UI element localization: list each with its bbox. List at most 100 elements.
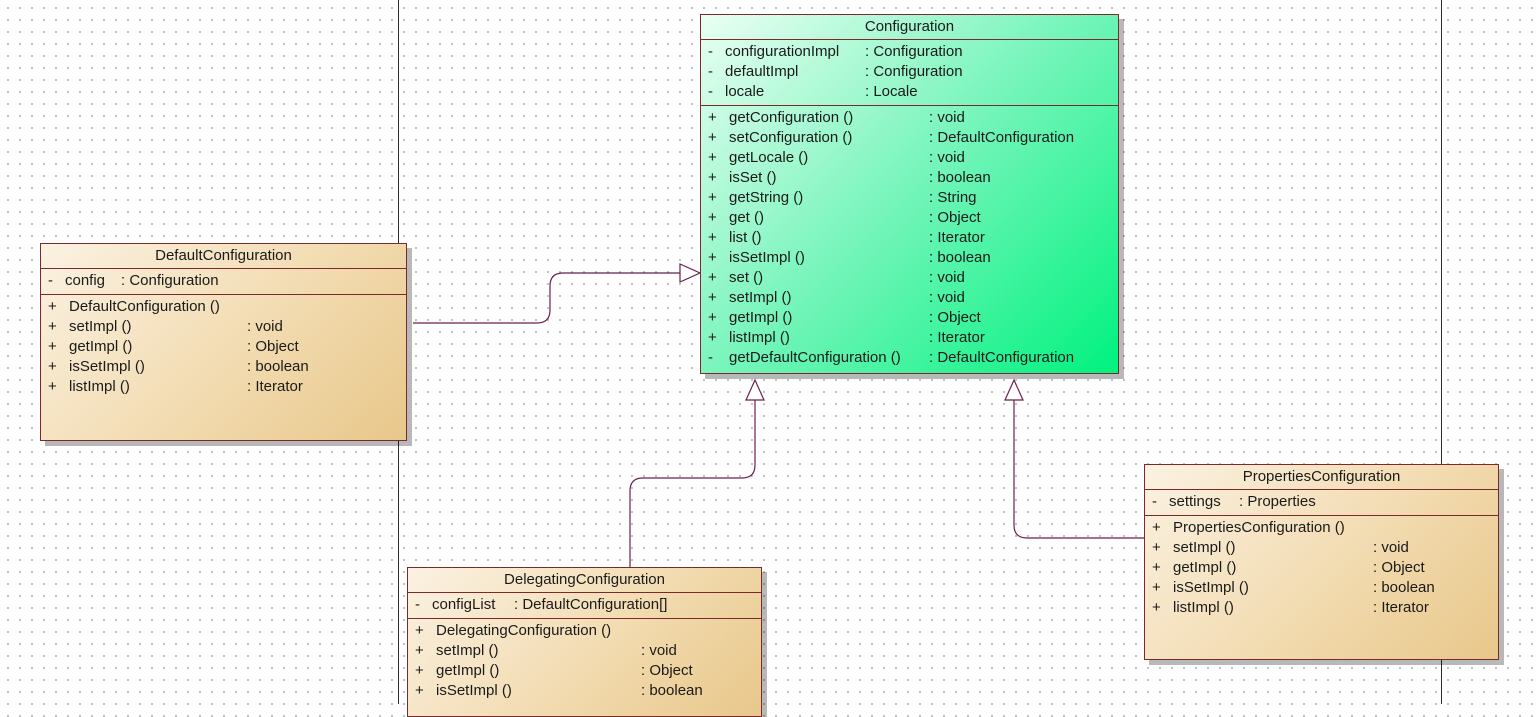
operation-return-type: : void	[929, 149, 965, 166]
operation-row[interactable]: + getImpl () : Object	[1145, 558, 1498, 578]
operation-return-type: : void	[1373, 539, 1409, 556]
visibility-marker: -	[708, 43, 713, 60]
operations-compartment: + PropertiesConfiguration () + setImpl (…	[1145, 516, 1498, 618]
operation-name: listImpl ()	[1173, 599, 1234, 616]
operation-row[interactable]: + isSet () : boolean	[701, 168, 1118, 188]
attribute-type: : Configuration	[121, 272, 219, 289]
class-configuration[interactable]: Configuration - configurationImpl : Conf…	[700, 14, 1119, 374]
operation-row[interactable]: + getString () : String	[701, 188, 1118, 208]
operation-return-type: : boolean	[929, 249, 991, 266]
operation-row[interactable]: + PropertiesConfiguration ()	[1145, 518, 1498, 538]
operation-return-type: : String	[929, 189, 977, 206]
operation-name: isSetImpl ()	[69, 358, 145, 375]
operation-return-type: : DefaultConfiguration	[929, 349, 1075, 366]
attribute-row[interactable]: - locale : Locale	[701, 82, 1118, 102]
operation-return-type: : Object	[247, 338, 299, 355]
operation-name: setConfiguration ()	[729, 129, 853, 146]
class-name: Configuration	[701, 15, 1118, 40]
generalization-delegating-to-configuration[interactable]	[629, 400, 756, 567]
operation-row[interactable]: + getImpl () : Object	[41, 337, 406, 357]
visibility-marker: +	[708, 109, 717, 126]
visibility-marker: +	[708, 289, 717, 306]
generalization-arrowhead-properties	[1004, 378, 1024, 401]
operation-name: getDefaultConfiguration ()	[729, 349, 901, 366]
attributes-compartment: - settings : Properties	[1145, 490, 1498, 516]
visibility-marker: -	[708, 349, 713, 366]
operation-name: setImpl ()	[1173, 539, 1236, 556]
operation-name: getImpl ()	[69, 338, 133, 355]
visibility-marker: +	[708, 189, 717, 206]
operation-row[interactable]: + set () : void	[701, 268, 1118, 288]
visibility-marker: +	[48, 298, 57, 315]
visibility-marker: +	[415, 682, 424, 699]
operation-row[interactable]: + isSetImpl () : boolean	[1145, 578, 1498, 598]
operation-row[interactable]: + get () : Object	[701, 208, 1118, 228]
visibility-marker: -	[708, 83, 713, 100]
operation-return-type: : Object	[929, 209, 981, 226]
visibility-marker: -	[415, 596, 420, 613]
operation-row[interactable]: + isSetImpl () : boolean	[701, 248, 1118, 268]
visibility-marker: +	[48, 378, 57, 395]
operation-row[interactable]: + setImpl () : void	[1145, 538, 1498, 558]
operation-row[interactable]: + getImpl () : Object	[408, 661, 761, 681]
operation-name: set ()	[729, 269, 764, 286]
operation-return-type: : Object	[1373, 559, 1425, 576]
visibility-marker: +	[708, 169, 717, 186]
operation-row[interactable]: + setImpl () : void	[701, 288, 1118, 308]
visibility-marker: +	[48, 358, 57, 375]
operation-return-type: : DefaultConfiguration	[929, 129, 1075, 146]
visibility-marker: +	[48, 338, 57, 355]
attribute-row[interactable]: - configList : DefaultConfiguration[]	[408, 595, 761, 615]
attribute-row[interactable]: - configurationImpl : Configuration	[701, 42, 1118, 62]
attribute-row[interactable]: - defaultImpl : Configuration	[701, 62, 1118, 82]
operation-name: get ()	[729, 209, 765, 226]
operation-row[interactable]: + list () : Iterator	[701, 228, 1118, 248]
operation-row[interactable]: + setConfiguration () : DefaultConfigura…	[701, 128, 1118, 148]
operation-row[interactable]: + DefaultConfiguration ()	[41, 297, 406, 317]
generalization-arrowhead-delegating	[745, 378, 765, 401]
operation-return-type: : boolean	[1373, 579, 1435, 596]
attribute-name: settings	[1169, 493, 1221, 510]
operation-row[interactable]: - getDefaultConfiguration () : DefaultCo…	[701, 348, 1118, 368]
operation-return-type: : Iterator	[929, 329, 985, 346]
class-delegating-configuration[interactable]: DelegatingConfiguration - configList : D…	[407, 567, 762, 717]
operation-row[interactable]: + getConfiguration () : void	[701, 108, 1118, 128]
operations-compartment: + DefaultConfiguration () + setImpl () :…	[41, 295, 406, 397]
visibility-marker: +	[415, 662, 424, 679]
attribute-row[interactable]: - config : Configuration	[41, 271, 406, 291]
operation-name: setImpl ()	[69, 318, 132, 335]
class-properties-configuration[interactable]: PropertiesConfiguration - settings : Pro…	[1144, 464, 1499, 660]
operation-row[interactable]: + listImpl () : Iterator	[1145, 598, 1498, 618]
operation-name: setImpl ()	[436, 642, 499, 659]
operations-compartment: + getConfiguration () : void + setConfig…	[701, 106, 1118, 368]
operation-row[interactable]: + listImpl () : Iterator	[41, 377, 406, 397]
attribute-type: : Configuration	[865, 43, 963, 60]
operation-row[interactable]: + setImpl () : void	[408, 641, 761, 661]
visibility-marker: +	[1152, 559, 1161, 576]
operation-return-type: : Iterator	[247, 378, 303, 395]
operation-row[interactable]: + getImpl () : Object	[701, 308, 1118, 328]
operation-name: getConfiguration ()	[729, 109, 854, 126]
visibility-marker: +	[48, 318, 57, 335]
operation-return-type: : boolean	[247, 358, 309, 375]
operation-row[interactable]: + isSetImpl () : boolean	[41, 357, 406, 377]
operation-row[interactable]: + listImpl () : Iterator	[701, 328, 1118, 348]
visibility-marker: +	[708, 209, 717, 226]
operation-row[interactable]: + DelegatingConfiguration ()	[408, 621, 761, 641]
operation-name: listImpl ()	[729, 329, 790, 346]
attribute-row[interactable]: - settings : Properties	[1145, 492, 1498, 512]
visibility-marker: +	[708, 149, 717, 166]
class-default-configuration[interactable]: DefaultConfiguration - config : Configur…	[40, 243, 407, 441]
operation-row[interactable]: + getLocale () : void	[701, 148, 1118, 168]
class-name: PropertiesConfiguration	[1145, 465, 1498, 490]
visibility-marker: +	[415, 642, 424, 659]
operation-name: getLocale ()	[729, 149, 809, 166]
operation-name: isSetImpl ()	[436, 682, 512, 699]
operation-name: DefaultConfiguration ()	[69, 298, 220, 315]
visibility-marker: +	[708, 329, 717, 346]
operation-name: getString ()	[729, 189, 804, 206]
operation-row[interactable]: + isSetImpl () : boolean	[408, 681, 761, 701]
generalization-default-to-configuration[interactable]	[413, 272, 680, 324]
operation-row[interactable]: + setImpl () : void	[41, 317, 406, 337]
generalization-properties-to-configuration[interactable]	[1013, 400, 1144, 539]
